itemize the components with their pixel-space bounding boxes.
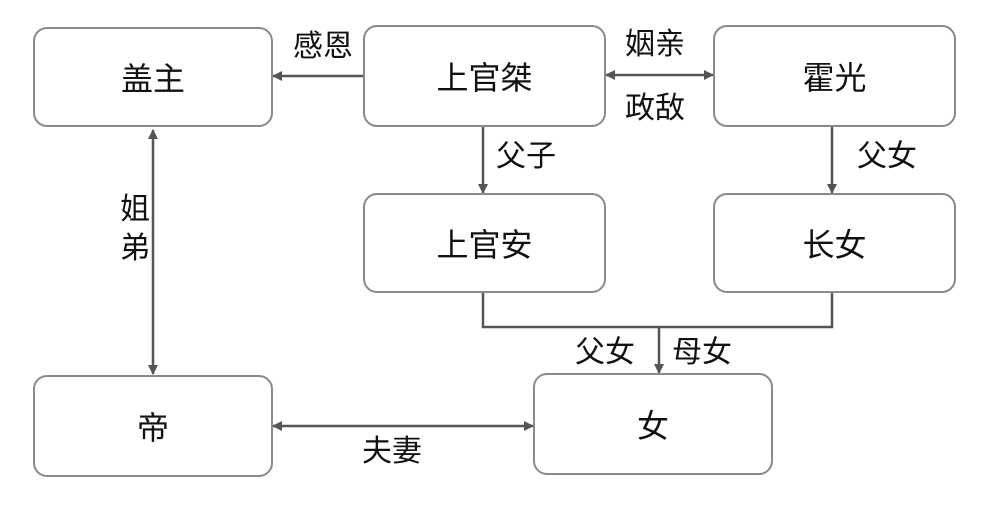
label-father-daughter-huo: 父女 (857, 139, 917, 174)
node-di: 帝 (33, 375, 273, 477)
node-shangguanan: 上官安 (363, 193, 606, 293)
label-siblings: 姐弟 (120, 192, 150, 266)
label-gratitude: 感恩 (293, 29, 353, 64)
node-huoguang: 霍光 (713, 25, 956, 127)
label-rival: 政敌 (625, 91, 685, 126)
node-nv: 女 (533, 373, 773, 475)
label-father-daughter-an: 父女 (575, 335, 635, 370)
node-gaizhu: 盖主 (33, 27, 273, 127)
node-zhangnv: 长女 (713, 193, 956, 293)
label-spouse: 夫妻 (362, 434, 422, 469)
edge-parents-bracket (481, 293, 834, 329)
node-shangguanjie: 上官桀 (363, 25, 606, 127)
label-father-son: 父子 (496, 139, 556, 174)
label-inlaw: 姻亲 (625, 27, 685, 62)
label-mother-daughter: 母女 (672, 335, 732, 370)
